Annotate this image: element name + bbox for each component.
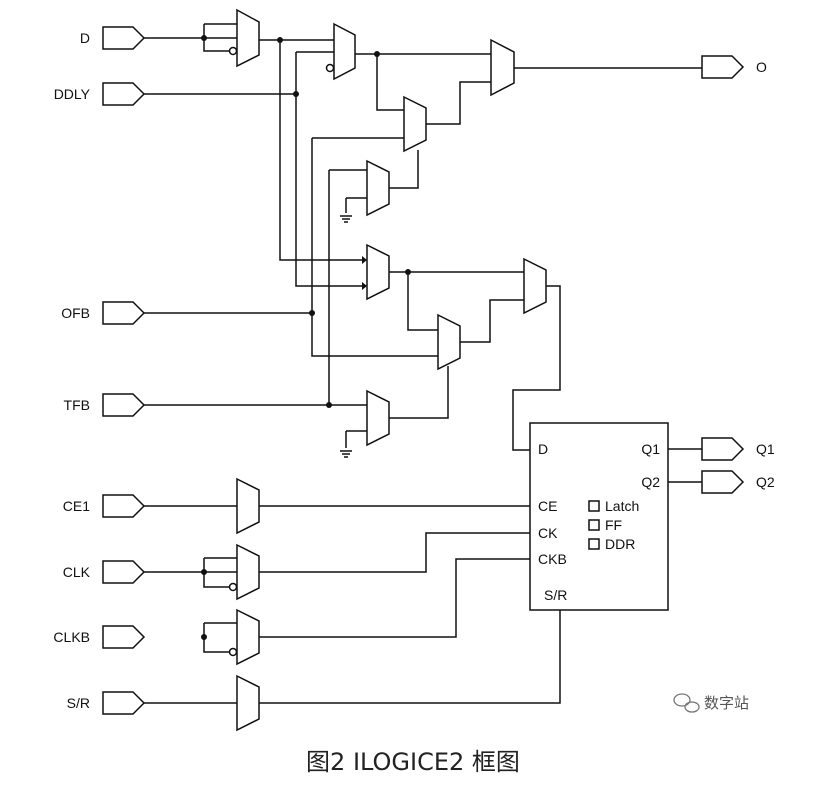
watermark-text: 数字站 — [704, 694, 749, 712]
arrowhead — [362, 256, 367, 264]
junction-dot — [201, 35, 207, 41]
register-pin-ckb: CKB — [538, 551, 567, 567]
output-pad-o — [701, 55, 745, 79]
register-pin-ck: CK — [538, 525, 558, 541]
junction-dot — [201, 634, 207, 640]
figure-caption: 图2 ILOGICE2 框图 — [306, 748, 520, 776]
input-label-sr: S/R — [67, 695, 90, 711]
checkbox-ddr — [588, 538, 600, 550]
input-pad-tfb — [102, 393, 146, 417]
register-option-ff: FF — [605, 517, 622, 533]
register-block — [529, 422, 669, 611]
register-option-ddr: DDR — [605, 536, 635, 552]
mux-o-mid — [403, 95, 427, 153]
invert-bubble-d-select — [325, 63, 335, 73]
register-pin-ce: CE — [538, 498, 557, 514]
input-label-ce1: CE1 — [63, 498, 90, 514]
output-label-o: O — [756, 59, 767, 75]
junction-dot — [374, 51, 380, 57]
invert-bubble-clkb — [228, 647, 238, 657]
mux-o-out — [490, 38, 515, 97]
mux-d-invert — [236, 8, 260, 68]
mux-q-out — [523, 257, 547, 315]
mux-clkb — [236, 608, 260, 666]
input-label-ofb: OFB — [61, 305, 90, 321]
input-label-ddly: DDLY — [54, 86, 91, 102]
junction-dot — [277, 37, 283, 43]
wechat-icon — [673, 693, 700, 713]
mux-o-low — [366, 159, 390, 217]
input-pad-clk — [102, 560, 146, 584]
input-pad-d — [102, 26, 146, 50]
invert-bubble-d — [228, 46, 238, 56]
input-label-clk: CLK — [63, 564, 91, 580]
input-label-d: D — [80, 30, 90, 46]
junction-dot — [309, 310, 315, 316]
junction-dot — [405, 269, 411, 275]
junction-dot — [201, 569, 207, 575]
output-label-q2: Q2 — [756, 474, 775, 490]
input-pad-ddly — [102, 82, 146, 106]
checkbox-ff — [588, 519, 600, 531]
input-label-clkb: CLKB — [53, 629, 90, 645]
junction-dot — [293, 91, 299, 97]
ilogice2-block-diagram: D DDLY OFB TFB CE1 CLK CLKB S/R O Q1 Q2 … — [53, 8, 775, 732]
output-pad-q2 — [701, 470, 745, 494]
output-label-q1: Q1 — [756, 441, 775, 457]
checkbox-latch — [588, 500, 600, 512]
invert-bubble-clk — [228, 582, 238, 592]
register-option-latch: Latch — [605, 498, 639, 514]
arrowhead — [362, 282, 367, 290]
input-pad-ofb — [102, 301, 146, 325]
mux-d-select — [333, 22, 356, 81]
register-pin-q1: Q1 — [641, 441, 660, 457]
register-pin-sr: S/R — [544, 587, 567, 603]
junction-dot — [326, 402, 332, 408]
input-pad-clkb — [102, 625, 146, 649]
output-pad-q1 — [701, 437, 745, 461]
mux-ce1 — [236, 477, 260, 535]
mux-q-select — [366, 243, 390, 301]
register-pin-q2: Q2 — [641, 474, 660, 490]
mux-q-mid — [437, 313, 461, 371]
mux-q-low — [366, 389, 390, 447]
input-pad-sr — [102, 691, 146, 715]
watermark: 数字站 — [673, 693, 749, 713]
mux-clk — [236, 543, 260, 601]
input-pad-ce1 — [102, 494, 146, 518]
register-pin-d: D — [538, 441, 548, 457]
mux-sr — [236, 674, 260, 732]
input-label-tfb: TFB — [64, 397, 90, 413]
